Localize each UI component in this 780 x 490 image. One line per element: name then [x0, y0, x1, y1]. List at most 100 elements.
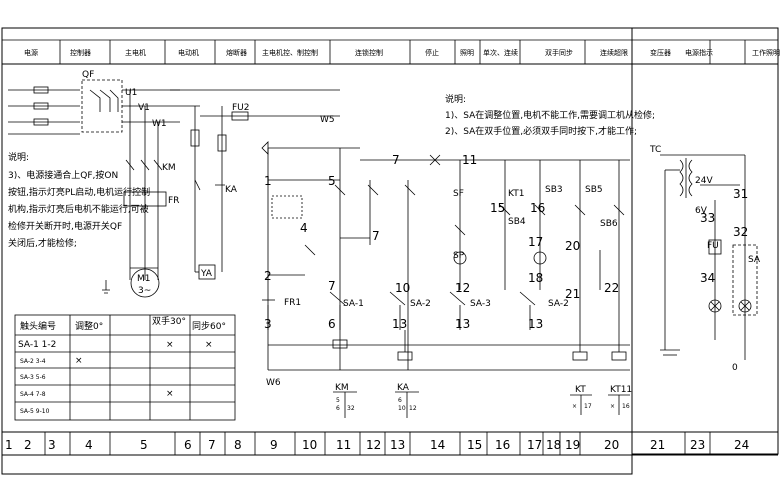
wire-number: 13 [455, 317, 470, 331]
header-cell: 连锁控制 [355, 48, 383, 57]
label-sf: SF [453, 189, 464, 199]
table-mark: × [205, 340, 213, 350]
label-fr1: FR1 [284, 298, 301, 308]
footer-number: 10 [302, 438, 317, 452]
label-ya: YA [200, 269, 213, 279]
label-qf: QF [82, 70, 94, 80]
label-v1: V1 [138, 103, 150, 113]
wire-number: 12 [455, 281, 470, 295]
table-header: 双手30° [152, 315, 186, 327]
label-kt11: KT11 [610, 385, 632, 395]
wire-number: 15 [490, 201, 505, 215]
label-24v: 24V [695, 176, 713, 186]
wire-number: 11 [462, 153, 477, 167]
footer-number: 12 [366, 438, 381, 452]
wire-number: 20 [565, 239, 580, 253]
table-mark: × [75, 356, 83, 366]
footer-numbers: 1 2 3 4 5 6 7 8 9 10 11 12 13 14 15 16 1… [5, 438, 749, 452]
label-kt: KT [575, 385, 586, 395]
wire-number: 1 [264, 174, 272, 188]
label-sb6: SB6 [600, 219, 618, 229]
header-cell: 熔断器 [226, 48, 247, 57]
footer-number: 18 [546, 438, 561, 452]
table-row-label: SA-2 3-4 [20, 358, 46, 365]
footer-number: 5 [140, 438, 148, 452]
header-dividers [2, 39, 778, 64]
transformer-circuit [660, 154, 758, 360]
header-cell: 控制器 [70, 48, 91, 57]
contact-value: 17 [584, 403, 592, 410]
footer-number: 14 [430, 438, 445, 452]
header-cell: 变压器 [650, 48, 671, 57]
table-mark: × [166, 340, 174, 350]
wire-number: 10 [395, 281, 410, 295]
label-fu2: FU2 [232, 103, 250, 113]
header-cell: 电源指示 [685, 48, 713, 57]
label-ka-coil: KA [397, 383, 410, 393]
footer-number: 3 [48, 438, 56, 452]
wire-number: 34 [700, 271, 715, 285]
label-sa: SA [748, 255, 761, 265]
footer-number: 6 [184, 438, 192, 452]
label-6v: 6V [695, 206, 708, 216]
wire-number: 2 [264, 269, 272, 283]
table-header: 调整0° [75, 320, 103, 332]
header-cell: 主电机 [125, 48, 146, 57]
switch-table-text: 触头编号 调整0° 双手30° 同步60° SA-1 1-2 × × SA-2 … [18, 315, 226, 415]
notes-top: 说明: 1)、SA在调整位置,电机不能工作,需要调工机从检修; 2)、SA在双手… [445, 93, 655, 137]
note-line: 1)、SA在调整位置,电机不能工作,需要调工机从检修; [445, 109, 655, 121]
footer-number: 21 [650, 438, 665, 452]
wire-number: 22 [604, 281, 619, 295]
table-header: 同步60° [192, 321, 226, 332]
label-fr: FR [168, 196, 179, 206]
label-zero: 0 [732, 363, 738, 373]
label-sa3: SA-3 [470, 299, 491, 309]
label-u1: U1 [125, 88, 137, 98]
header-cell: 电源 [24, 48, 38, 57]
label-kt1: KT1 [508, 189, 524, 199]
control-circuit [255, 115, 630, 371]
label-w6: W6 [266, 378, 281, 388]
footer-dividers [44, 432, 711, 455]
header-cell: 照明 [460, 49, 474, 57]
footer-number: 15 [467, 438, 482, 452]
wire-number: 7 [372, 229, 380, 243]
note-title: 说明: [8, 151, 29, 163]
footer-number: 4 [85, 438, 93, 452]
header-cell: 电动机 [178, 48, 199, 57]
header-cell: 单次、连续 [483, 48, 518, 57]
wire-number: 32 [733, 225, 748, 239]
header-cell: 双手同步 [545, 48, 573, 57]
label-sb4: SB4 [508, 217, 526, 227]
footer-number: 2 [24, 438, 32, 452]
contact-value: 10 [398, 405, 406, 412]
label-w5: W5 [320, 115, 335, 125]
wire-numbers: 1 2 3 4 5 6 7 10 11 12 13 13 13 15 16 17… [264, 153, 748, 331]
footer-number: 24 [734, 438, 749, 452]
label-km-coil: KM [335, 383, 349, 393]
note-line: 关闭后,才能检修; [8, 237, 77, 249]
footer-number: 20 [604, 438, 619, 452]
label-km: KM [162, 163, 176, 173]
note-line: 按钮,指示灯亮PL启动,电机运行控制 [8, 186, 150, 198]
wire-number: 5 [328, 174, 336, 188]
wire-number: 31 [733, 187, 748, 201]
contact-value: 32 [347, 405, 355, 412]
note-line: 机构,指示灯亮后电机不能运行,可被 [8, 203, 149, 215]
wire-number: 16 [530, 201, 545, 215]
header-cell: 工作照明 [752, 48, 780, 57]
label-sb3: SB3 [545, 185, 563, 195]
frame-right [631, 27, 779, 455]
label-sp: SP [453, 251, 465, 261]
table-row-label: SA-1 1-2 [18, 340, 56, 350]
component-labels: QF U1 V1 W1 KM FR M1 3~ FU2 W5 KA YA FR1… [82, 70, 761, 395]
notes-left: 说明: 3)、电源接通合上QF,按ON 按钮,指示灯亮PL启动,电机运行控制 机… [8, 151, 150, 249]
label-w1: W1 [152, 119, 167, 129]
footer-number: 7 [208, 438, 216, 452]
label-sb5: SB5 [585, 185, 603, 195]
footer-number: 16 [495, 438, 510, 452]
contact-value: 5 [336, 397, 340, 404]
table-header: 触头编号 [20, 320, 56, 332]
wire-number: 13 [392, 317, 407, 331]
